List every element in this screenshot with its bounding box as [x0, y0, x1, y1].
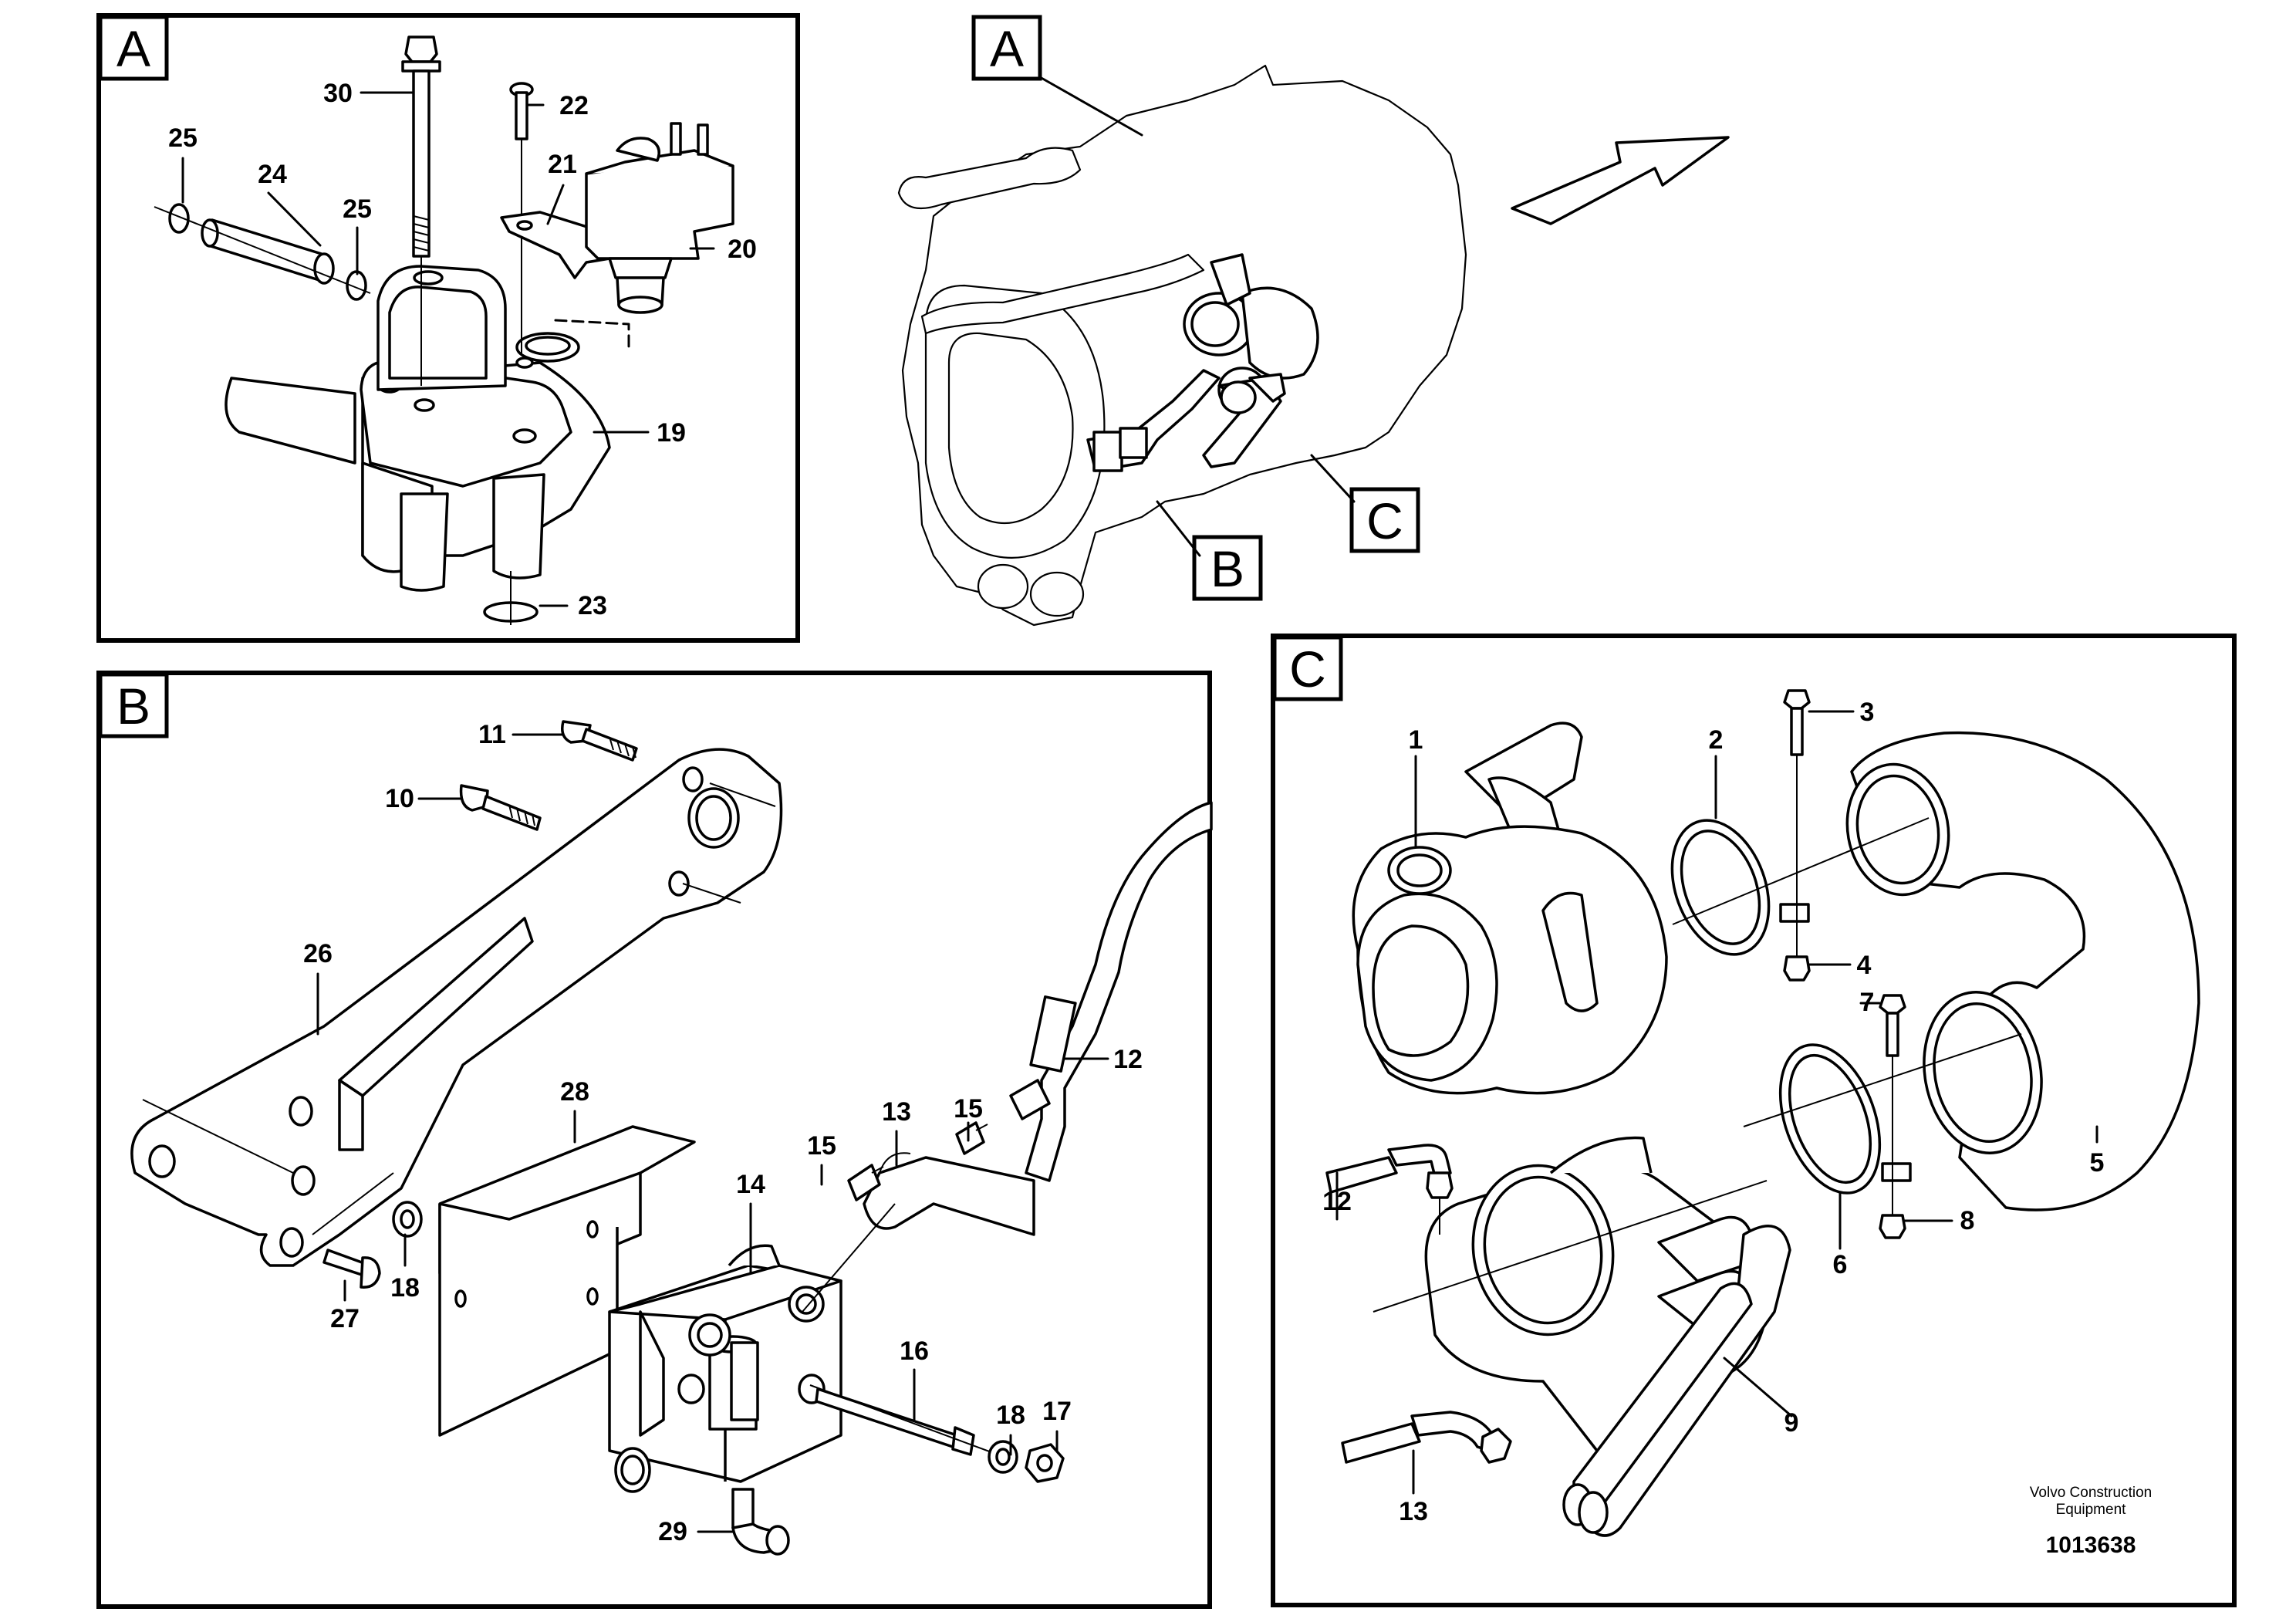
panel-b: B	[96, 671, 1213, 1609]
callout-11: 11	[478, 720, 506, 749]
bolt-11	[561, 720, 638, 762]
nut-4	[1783, 955, 1811, 982]
callout-17: 17	[1042, 1397, 1072, 1426]
callout-14: 14	[736, 1170, 765, 1199]
callout-24: 24	[258, 160, 287, 189]
panel-a-tag: A	[116, 20, 150, 77]
callout-5: 5	[2090, 1148, 2105, 1178]
o-ring-23	[483, 571, 539, 625]
callout-30: 30	[323, 79, 353, 108]
callout-26: 26	[303, 939, 333, 968]
overview-tag-a: A	[990, 20, 1024, 77]
oil-pipe-9	[1562, 1215, 1791, 1537]
callout-6: 6	[1833, 1250, 1848, 1279]
callout-18: 18	[390, 1273, 420, 1303]
bolt-16	[809, 1384, 992, 1456]
bolt-30	[401, 35, 441, 386]
callout-27: 27	[330, 1304, 360, 1333]
callout-16: 16	[900, 1336, 929, 1366]
panel-a-frame	[96, 13, 800, 643]
bolt-3	[1783, 689, 1811, 957]
callout-13: 13	[882, 1097, 911, 1127]
sensor-20	[554, 122, 734, 353]
valve-body-19	[225, 265, 611, 592]
bracket-26	[130, 748, 783, 1267]
callout-21: 21	[548, 150, 577, 179]
overview-tag-b-box	[1192, 535, 1263, 601]
callout-3: 3	[1860, 698, 1875, 727]
callout-12: 12	[1113, 1045, 1143, 1074]
panel-a-tag-box	[98, 15, 169, 81]
elbow-29	[731, 1488, 790, 1556]
callout-25: 25	[168, 123, 198, 153]
callout-7: 7	[1860, 988, 1875, 1017]
callout-18: 18	[996, 1401, 1025, 1430]
hose-12	[1009, 801, 1213, 1182]
fitting-15	[847, 1121, 988, 1201]
callout-2: 2	[1709, 725, 1724, 755]
nut-8	[1879, 1214, 1906, 1239]
panel-b-tag: B	[116, 678, 150, 735]
overview-tag-a-box	[971, 15, 1042, 81]
callout-8: 8	[1960, 1206, 1975, 1235]
callout-29: 29	[658, 1517, 687, 1546]
bolt-10	[459, 784, 542, 831]
turbocharger-1	[1352, 721, 1668, 1095]
callout-25: 25	[343, 194, 372, 224]
panel-c-frame	[1271, 634, 2237, 1607]
valve-block-14	[608, 1244, 842, 1493]
elbow-pipe-5	[1845, 731, 2200, 1211]
tube-24	[154, 203, 371, 301]
callout-10: 10	[385, 784, 414, 813]
overview-tag-c-box	[1349, 487, 1420, 553]
overview-tag-c: C	[1366, 492, 1403, 549]
callout-20: 20	[728, 235, 757, 264]
callout-22: 22	[559, 91, 589, 120]
callout-1: 1	[1409, 725, 1423, 755]
callout-12: 12	[1322, 1187, 1352, 1216]
clamp-2	[1670, 819, 1810, 956]
o-ring-25-left	[168, 203, 190, 234]
panel-c-tag-box	[1272, 635, 1343, 701]
callout-4: 4	[1857, 951, 1872, 980]
overview-tag-b: B	[1210, 540, 1244, 597]
bolt-27	[322, 1249, 381, 1289]
drawing-number: 1013638	[2046, 1532, 2136, 1558]
pipe-13	[863, 1156, 1035, 1236]
line-13	[1341, 1411, 1512, 1464]
screw-22	[509, 82, 534, 355]
callout-28: 28	[560, 1077, 589, 1107]
bolt-7	[1879, 994, 1906, 1227]
line-12	[1325, 1144, 1454, 1235]
panel-c: C	[1271, 634, 2237, 1607]
footer-company-line2: Equipment	[2056, 1502, 2127, 1518]
callout-19: 19	[657, 418, 686, 448]
callout-9: 9	[1784, 1408, 1799, 1438]
callout-15: 15	[807, 1131, 836, 1161]
callout-13: 13	[1399, 1497, 1428, 1526]
footer-company-line1: Volvo Construction	[2030, 1485, 2152, 1501]
panel-a: A	[96, 13, 800, 643]
panel-b-tag-box	[98, 672, 169, 738]
panel-c-tag: C	[1289, 640, 1326, 698]
panel-b-frame	[96, 671, 1212, 1609]
callout-23: 23	[578, 591, 607, 620]
direction-arrow-icon	[1511, 136, 1730, 225]
clamp-6	[1778, 1043, 1912, 1195]
plate-28	[438, 1125, 696, 1437]
callout-15: 15	[954, 1094, 983, 1124]
engine-overview: A B C	[897, 15, 1730, 627]
